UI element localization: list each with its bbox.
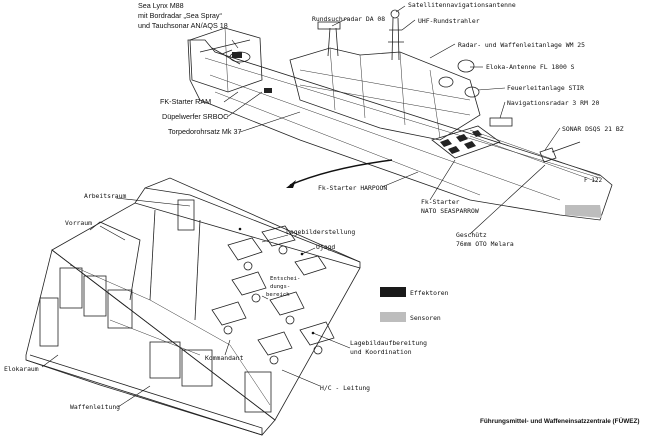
label-entscheidung-line1: Entschei- — [270, 276, 300, 282]
legend-swatch-effektoren — [380, 287, 406, 297]
label-sea-lynx-line3: und Tauchsonar AN/AQS 18 — [138, 21, 228, 30]
label-navigationsradar: Navigationsradar 3 RM 20 — [507, 99, 599, 107]
ship-label-text: Sea Lynx M88 mit Bordradar „Sea Spray“ u… — [138, 1, 624, 248]
fuewez-room-cutaway — [25, 177, 361, 436]
legend-swatch-sensoren — [380, 312, 406, 322]
consoles — [211, 225, 335, 365]
label-elokaraum: Elokaraum — [4, 365, 39, 373]
label-kommandant: Kommandant — [205, 354, 244, 362]
label-entscheidung-line3: bereich — [266, 292, 290, 298]
caption: Führungsmittel- und Waffeneinsatzzentral… — [480, 416, 640, 425]
label-geschuetz-line1: Geschütz — [456, 231, 487, 239]
label-torpedo: Torpedorohrsatz Mk 37 — [168, 127, 242, 136]
room-leader-lines — [41, 197, 351, 408]
seasparrow-launcher-shape — [431, 125, 501, 159]
legend-label-sensoren: Sensoren — [410, 314, 441, 322]
label-arbeitsraum: Arbeitsraum — [84, 192, 126, 200]
ship-illustration — [187, 9, 613, 221]
ship-leader-lines — [223, 5, 561, 235]
label-fk-ram: FK-Starter RAM — [160, 97, 211, 106]
label-vorraum: Vorraum — [65, 219, 92, 227]
cabinets — [39, 199, 272, 413]
label-sea-lynx-line2: mit Bordradar „Sea Spray“ — [138, 11, 222, 20]
label-fk-seasparrow-line2: NATO SEASPARROW — [421, 207, 479, 215]
label-geschuetz-line2: 76mm OTO Melara — [456, 240, 514, 248]
label-hull-number: F 122 — [584, 177, 602, 184]
label-rundsuchradar: Rundsuchradar DA 08 — [312, 15, 385, 23]
pointer-arrow — [289, 159, 393, 186]
label-radar-waffen: Radar- und Waffenleitanlage WM 25 — [458, 41, 585, 49]
label-eloka-antenne: Eloka-Antenne FL 1800 S — [486, 63, 575, 71]
label-satelliten: Satellitennavigationsantenne — [408, 1, 516, 9]
legend-label-effektoren: Effektoren — [410, 289, 449, 297]
legend: Effektoren Sensoren — [410, 289, 449, 322]
label-sonar: SONAR DSQS 21 BZ — [562, 125, 624, 133]
label-entscheidung-line2: dungs- — [270, 284, 290, 290]
label-ujagd: Ujagd — [316, 243, 335, 251]
label-feuerleit: Feuerleitanlage STIR — [507, 84, 584, 92]
label-hc-leitung: H/C - Leitung — [320, 384, 370, 392]
room-label-text: Arbeitsraum Vorraum Lagebilderstellung U… — [4, 192, 427, 411]
label-uhf: UHF-Rundstrahler — [418, 17, 480, 25]
label-fk-harpoon: Fk-Starter HARPOON — [318, 184, 387, 192]
label-duepelwerfer: Düpelwerfer SRBOC — [162, 112, 228, 121]
label-sea-lynx-line1: Sea Lynx M88 — [138, 1, 184, 10]
label-waffenleitung: Waffenleitung — [70, 403, 120, 411]
label-lagebildaufbereitung-line1: Lagebildaufbereitung — [350, 339, 427, 347]
label-fk-seasparrow-line1: Fk-Starter — [421, 198, 460, 206]
label-lagebilderstellung: Lagebilderstellung — [286, 228, 355, 236]
label-lagebildaufbereitung-line2: und Koordination — [350, 348, 412, 356]
